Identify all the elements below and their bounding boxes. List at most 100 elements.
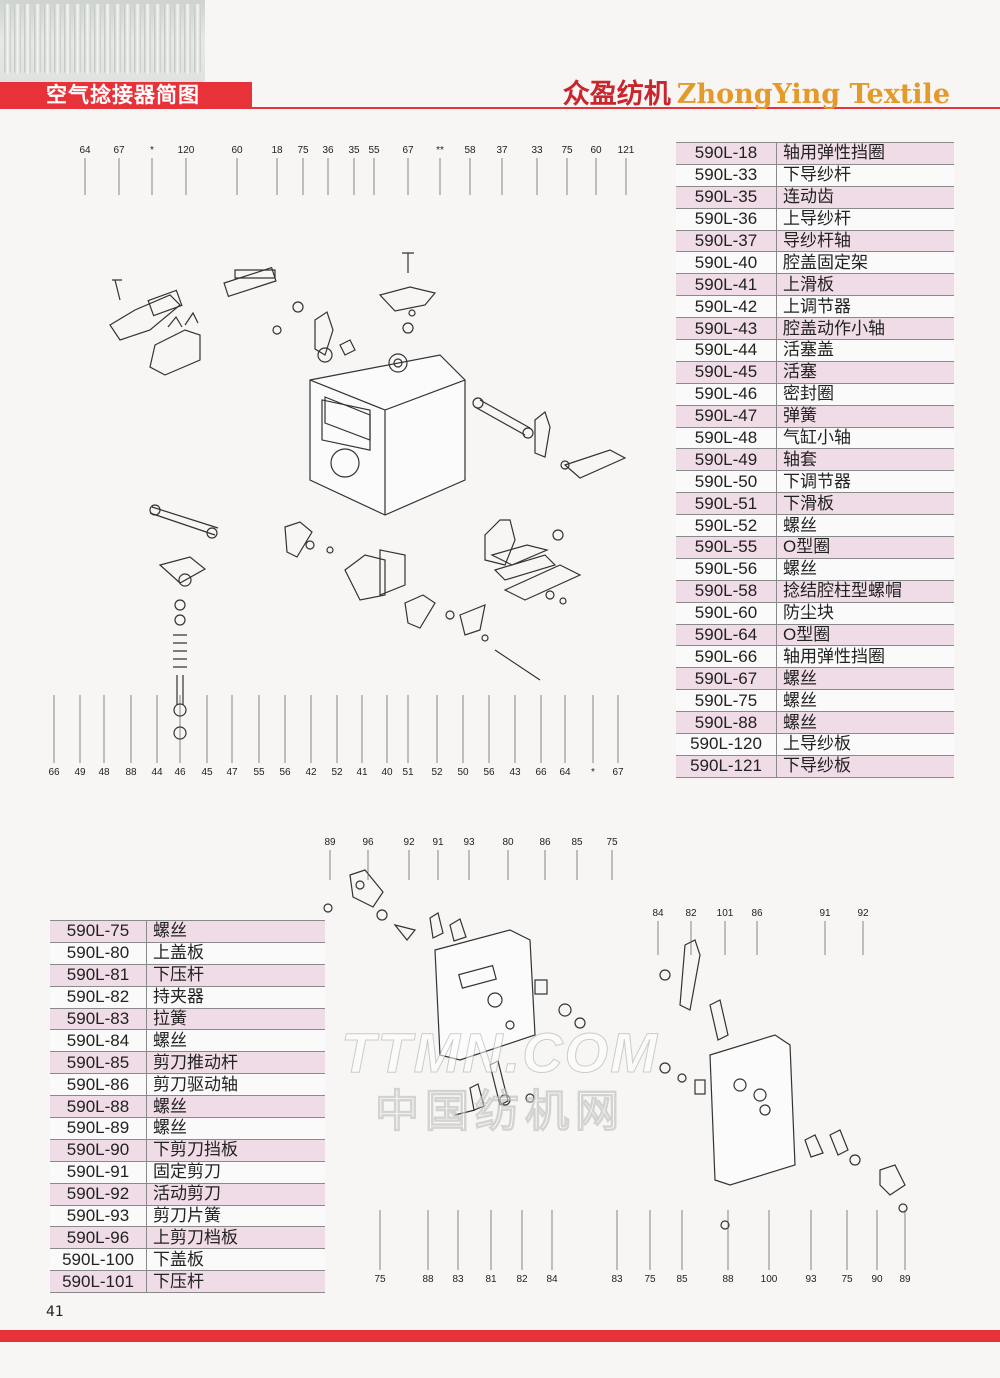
callout-label: 75: [561, 145, 573, 156]
callout-label: 91: [432, 837, 444, 848]
callout-label: 75: [374, 1274, 386, 1285]
part-code: 590L-96: [50, 1226, 147, 1250]
callout-label: 75: [841, 1274, 853, 1285]
part-name: 下盖板: [146, 1248, 325, 1272]
part-name: 导纱杆轴: [776, 230, 954, 253]
callout-label: 86: [539, 837, 551, 848]
callout-label: 48: [98, 767, 110, 778]
part-name: 弹簧: [776, 405, 954, 428]
bobbin: [74, 4, 81, 74]
bobbin: [114, 4, 121, 74]
callout-label: 55: [368, 145, 380, 156]
part-code: 590L-33: [676, 164, 777, 187]
bobbin: [4, 4, 11, 74]
bobbin: [134, 4, 141, 74]
bobbin: [54, 4, 61, 74]
callout-label: 36: [322, 145, 334, 156]
part-code: 590L-90: [50, 1139, 147, 1162]
callout-label: 44: [151, 767, 163, 778]
header-red-bar: [0, 82, 1000, 109]
callout-label: 47: [226, 767, 238, 778]
part-code: 590L-121: [676, 755, 777, 778]
part-name: O型圈: [776, 624, 954, 647]
part-name: 活动剪刀: [146, 1183, 325, 1206]
part-name: 连动齿: [776, 186, 954, 209]
callout-label: 91: [819, 908, 831, 919]
callout-label: 67: [402, 145, 414, 156]
callout-label: 49: [74, 767, 86, 778]
callout-label: 64: [559, 767, 571, 778]
part-name: 下导纱杆: [776, 164, 954, 187]
bobbin: [194, 4, 201, 74]
part-code: 590L-18: [676, 142, 777, 165]
part-name: 下压杆: [146, 1270, 325, 1294]
part-code: 590L-45: [676, 361, 777, 384]
callout-label: 82: [516, 1274, 528, 1285]
callout-label: 86: [751, 908, 763, 919]
part-name: 下剪刀挡板: [146, 1139, 325, 1162]
callout-label: 96: [362, 837, 374, 848]
part-code: 590L-41: [676, 273, 777, 297]
callout-label: 51: [402, 767, 414, 778]
callout-label: 35: [348, 145, 360, 156]
callout-label: 90: [871, 1274, 883, 1285]
callout-label: 83: [452, 1274, 464, 1285]
part-code: 590L-60: [676, 602, 777, 625]
bobbin: [64, 4, 71, 74]
part-code: 590L-67: [676, 667, 777, 691]
callout-label: 42: [305, 767, 317, 778]
bobbin: [104, 4, 111, 74]
callout-label: 81: [485, 1274, 497, 1285]
part-code: 590L-120: [676, 733, 777, 756]
leader-lines: [53, 158, 627, 763]
callout-label: 92: [403, 837, 415, 848]
part-name: 拉簧: [146, 1008, 325, 1031]
part-name: 螺丝: [776, 558, 954, 581]
page-number: 41: [46, 1304, 64, 1320]
brand-cn: 众盈纺机: [562, 79, 671, 110]
callout-label: 89: [324, 837, 336, 848]
callout-label: 92: [857, 908, 869, 919]
callout-label: 88: [125, 767, 137, 778]
callout-label: 58: [464, 145, 476, 156]
part-name: 轴套: [776, 448, 954, 472]
part-name: 下导纱板: [776, 755, 954, 778]
callout-label: 75: [644, 1274, 656, 1285]
part-name: 剪刀片簧: [146, 1205, 325, 1228]
part-code: 590L-101: [50, 1270, 147, 1294]
callout-label: 88: [722, 1274, 734, 1285]
bobbin: [94, 4, 101, 74]
part-name: 螺丝: [776, 689, 954, 713]
part-name: 螺丝: [776, 514, 954, 538]
callout-label: 84: [546, 1274, 558, 1285]
part-code: 590L-82: [50, 986, 147, 1009]
callout-label: 89: [899, 1274, 911, 1285]
